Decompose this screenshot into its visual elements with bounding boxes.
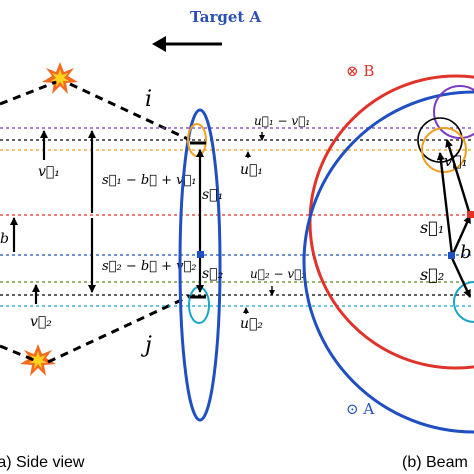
beam-label-s1: s⃗₁ <box>420 218 444 237</box>
cyan-circle <box>453 281 474 323</box>
label-i: i <box>145 87 152 112</box>
red-center <box>467 211 474 218</box>
beam-label-s2: s⃗₂ <box>420 265 444 284</box>
explosion-icon <box>42 62 78 94</box>
beam-label-b: b <box>460 242 472 263</box>
beam-vectors <box>436 139 472 298</box>
label-s1-b-v1: s⃗₁ − b⃗ + v⃗₁ <box>102 173 196 188</box>
label-u2: u⃗₂ <box>240 316 263 332</box>
orange-circle <box>421 127 467 173</box>
side-beam-vectors <box>190 141 206 299</box>
label-s2: s⃗₂ <box>202 266 224 282</box>
target-label: Target A <box>190 8 262 26</box>
label-u1: u⃗₁ <box>240 162 263 178</box>
caption-right: (b) Beam <box>402 454 468 471</box>
side-beam-center <box>197 251 204 258</box>
left-arrow-icon <box>152 36 222 52</box>
cyan-ellipse <box>188 286 210 324</box>
reference-lines <box>0 127 474 307</box>
label-s2-b-v2: s⃗₂ − b⃗ + v⃗₂ <box>102 259 196 274</box>
label-b-left: b <box>0 231 9 247</box>
label-u1-v1: u⃗₁ − v⃗₁ <box>254 114 310 128</box>
purple-circle <box>433 85 474 139</box>
blue-beam-circle <box>302 90 474 434</box>
label-u2-v2: u⃗₂ − v⃗₂ <box>250 267 306 281</box>
blue-center <box>448 252 455 259</box>
label-v1: v⃗₁ <box>38 164 60 180</box>
explosion-icon <box>20 344 56 376</box>
u-markers <box>243 132 275 314</box>
marker-b: ⊗ B <box>346 62 374 80</box>
orange-ellipse <box>187 123 207 157</box>
caption-left: (a) Side view <box>0 454 85 471</box>
label-s1: s⃗₁ <box>202 187 223 203</box>
label-j: j <box>140 333 152 358</box>
side-beam-ellipse <box>178 108 222 422</box>
marker-a: ⊙ A <box>346 400 374 418</box>
beam-label-v1: v⃗₁ <box>444 152 468 170</box>
trajectory-lines <box>0 80 191 364</box>
label-v2: v⃗₂ <box>30 314 52 330</box>
side-vectors <box>10 130 96 304</box>
